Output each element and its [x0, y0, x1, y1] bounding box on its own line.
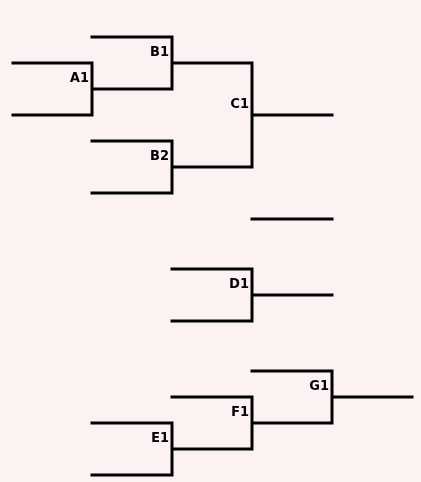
- match-a1: A1: [11, 61, 174, 117]
- match-label-b2: B2: [150, 149, 169, 164]
- match-g1: G1: [250, 369, 414, 425]
- match-label-g1: G1: [309, 379, 329, 394]
- match-e1: E1: [90, 421, 254, 477]
- match-label-f1: F1: [231, 405, 249, 420]
- match-b2: B2: [90, 139, 254, 195]
- match-label-e1: E1: [151, 431, 169, 446]
- match-b1: B1: [90, 35, 254, 91]
- match-c1: C1: [230, 61, 334, 169]
- match-d1: D1: [170, 267, 334, 323]
- match-label-d1: D1: [229, 277, 249, 292]
- match-label-c1: C1: [230, 97, 249, 112]
- match-label-b1: B1: [150, 45, 169, 60]
- match-label-a1: A1: [70, 71, 89, 86]
- match-f1: F1: [170, 395, 334, 451]
